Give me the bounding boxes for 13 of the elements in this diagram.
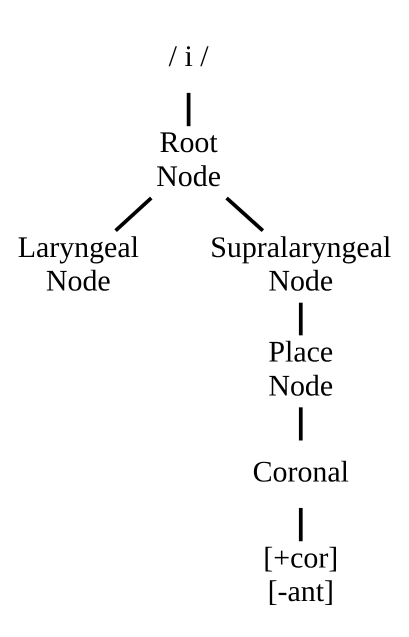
connector [114, 196, 153, 232]
node-text: Supralaryngeal Node [210, 230, 392, 298]
node-text: Root Node [156, 126, 221, 192]
connector [186, 92, 190, 126]
node-text: Place Node [268, 335, 334, 402]
connector [298, 302, 303, 335]
node-text: / i / [168, 40, 209, 73]
node-text: Coronal [252, 454, 349, 488]
connector [225, 196, 264, 232]
connector [298, 507, 303, 541]
node-text: Laryngeal Node [18, 230, 139, 298]
connector [298, 406, 303, 440]
node-text: [+cor] [-ant] [263, 540, 338, 608]
